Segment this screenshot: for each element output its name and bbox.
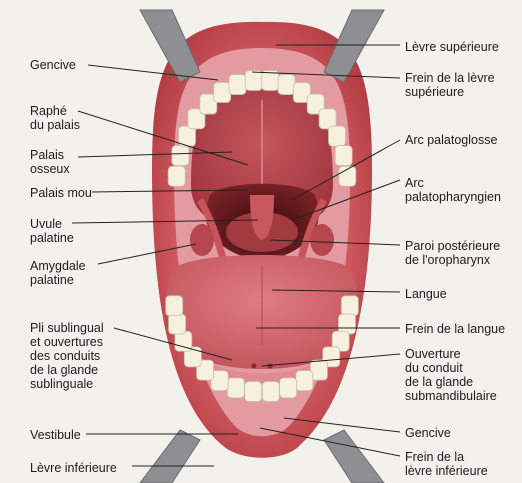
label-levre-inf: Lèvre inférieure (30, 461, 117, 475)
tonsil-left (190, 224, 214, 256)
label-palais-osseux: Palais osseux (30, 148, 70, 176)
label-arc-palatoglosse: Arc palatoglosse (405, 133, 497, 147)
tooth (168, 166, 185, 186)
label-arc-palatopharyngien: Arc palatopharyngien (405, 176, 501, 204)
duct-opening-right (268, 364, 273, 369)
tooth (166, 296, 183, 316)
label-frein-langue: Frein de la langue (405, 322, 505, 336)
label-pli-sublingual: Pli sublingual et ouvertures des conduit… (30, 321, 104, 391)
label-paroi-oropharynx: Paroi postérieure de l'oropharynx (405, 239, 500, 267)
retractor-bottom-left (140, 430, 200, 483)
tooth (341, 296, 358, 316)
label-ouverture-conduit: Ouverture du conduit de la glande subman… (405, 347, 497, 403)
label-raphe: Raphé du palais (30, 104, 80, 132)
label-gencive-top: Gencive (30, 58, 76, 72)
label-langue: Langue (405, 287, 447, 301)
label-gencive-bottom: Gencive (405, 426, 451, 440)
tooth (229, 75, 246, 95)
tooth (262, 382, 279, 402)
tooth (227, 378, 244, 398)
tonsil-right (310, 224, 334, 256)
duct-opening-left (252, 364, 257, 369)
tooth (280, 378, 297, 398)
label-frein-levre-inf: Frein de la lèvre inférieure (405, 450, 488, 478)
tooth (214, 83, 231, 103)
tooth (262, 71, 279, 91)
tooth (329, 126, 346, 146)
retractor-bottom-right (324, 430, 384, 483)
tooth (245, 382, 262, 402)
label-levre-sup: Lèvre supérieure (405, 40, 499, 54)
tooth (172, 146, 189, 166)
label-frein-levre-sup: Frein de la lèvre supérieure (405, 71, 495, 99)
tooth (169, 314, 186, 334)
label-amygdale: Amygdale palatine (30, 259, 86, 287)
label-uvule: Uvule palatine (30, 217, 74, 245)
tooth (335, 146, 352, 166)
label-palais-mou: Palais mou (30, 186, 92, 200)
tooth (278, 75, 295, 95)
tooth (245, 71, 262, 91)
label-vestibule: Vestibule (30, 428, 81, 442)
tooth (296, 371, 313, 391)
